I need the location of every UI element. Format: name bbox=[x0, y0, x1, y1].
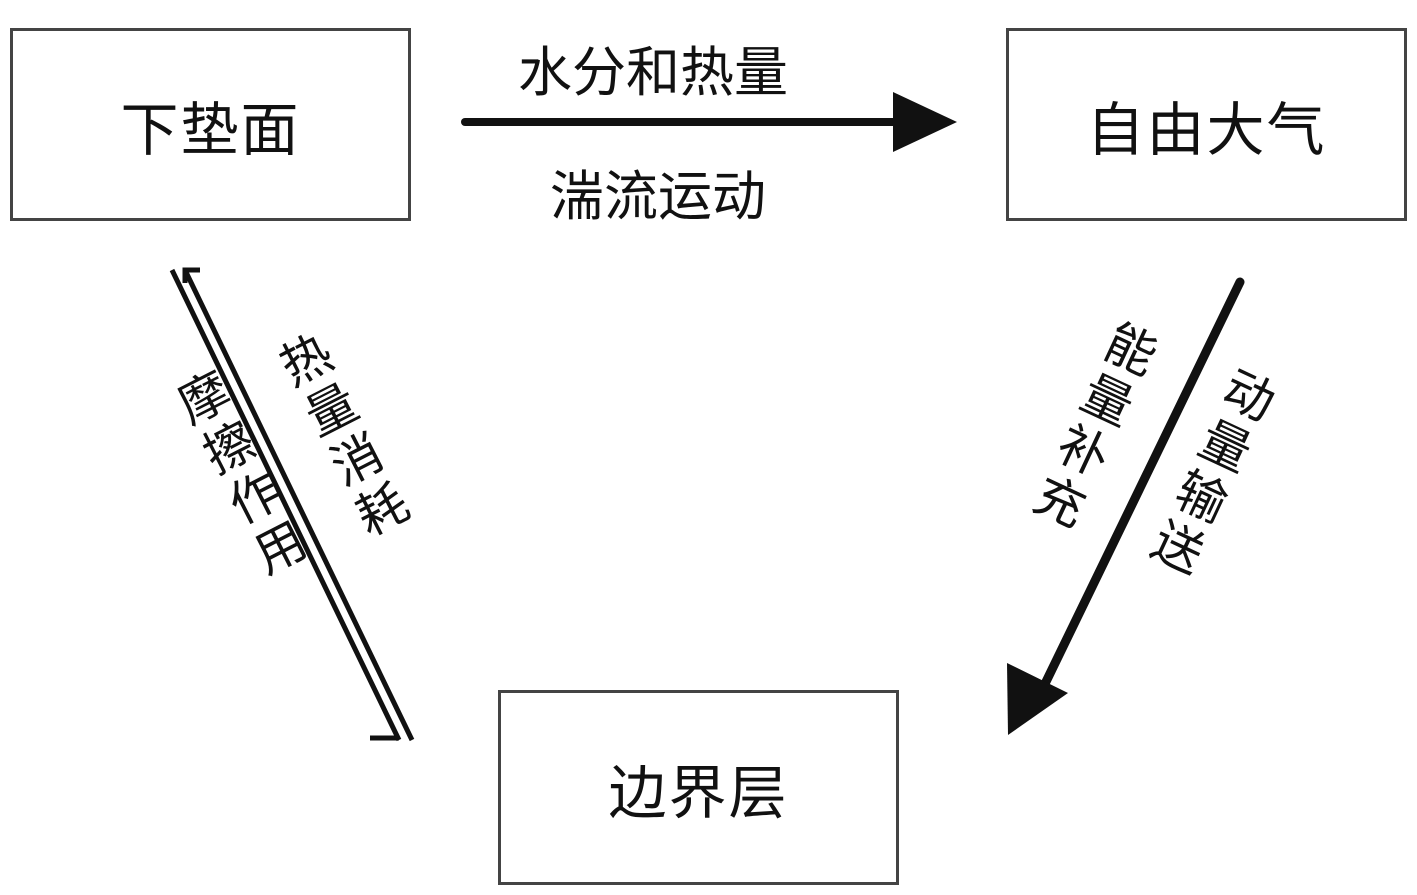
node-boundary-layer: 边界层 bbox=[498, 690, 899, 885]
node-free-atmosphere-label: 自由大气 bbox=[1086, 95, 1327, 164]
edge-label-turbulent-motion: 湍流运动 bbox=[550, 165, 766, 228]
node-underlying-surface-label: 下垫面 bbox=[120, 95, 301, 164]
node-boundary-layer-label: 边界层 bbox=[608, 758, 789, 827]
edge-label-moisture-heat: 水分和热量 bbox=[518, 41, 788, 104]
node-underlying-surface: 下垫面 bbox=[10, 28, 411, 221]
arrow-surface-to-atmosphere bbox=[461, 92, 957, 152]
arrow-atmosphere-to-boundary bbox=[1007, 277, 1245, 735]
double-line-surface-to-boundary bbox=[169, 267, 415, 742]
node-free-atmosphere: 自由大气 bbox=[1006, 28, 1407, 221]
